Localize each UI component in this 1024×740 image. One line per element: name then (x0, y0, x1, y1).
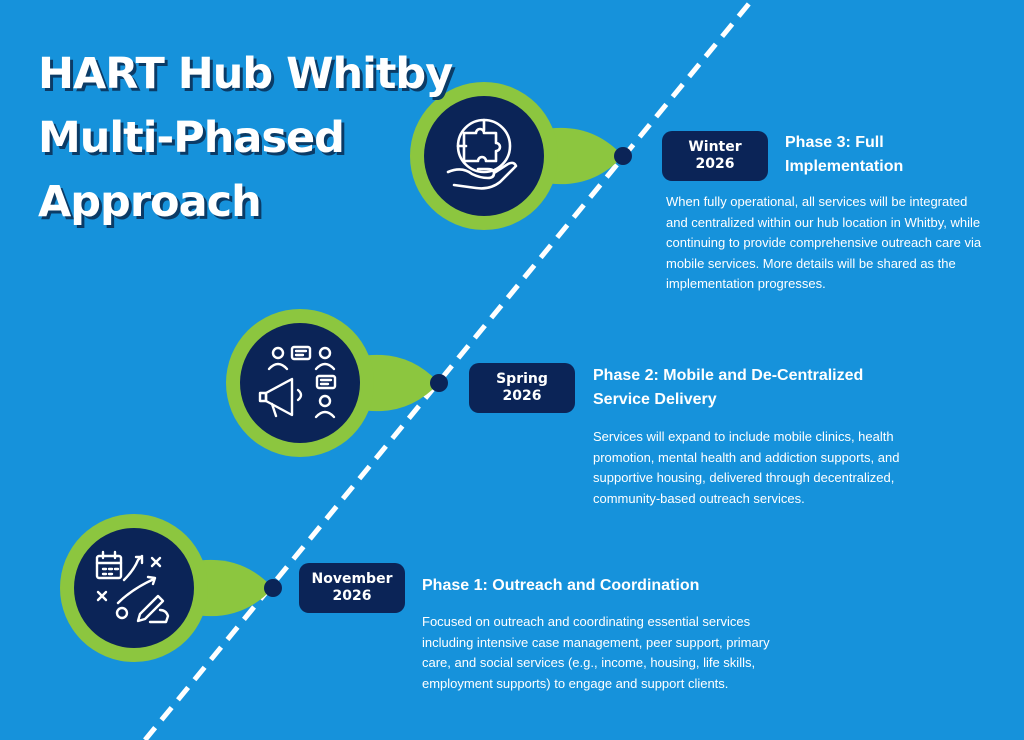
megaphone-people-chat-icon (258, 345, 337, 419)
phase-1-title: Phase 1: Outreach and Coordination (422, 574, 742, 598)
phase-1-date-month: November (311, 571, 393, 587)
title-line-3: Approach (38, 177, 262, 227)
timeline-dashed-line (143, 0, 754, 740)
phase-2-date-year: 2026 (502, 388, 542, 404)
phase-2-title-line-1: Phase 2: Mobile and De-Centralized (593, 367, 864, 384)
phase-2-title: Phase 2: Mobile and De-Centralized Servi… (593, 364, 893, 412)
phase-3-title-line-1: Phase 3: Full (785, 134, 884, 151)
phase-1-pin (60, 514, 282, 662)
strategy-plan-calendar-icon (95, 550, 170, 624)
phase-2-title-line-2: Service Delivery (593, 391, 717, 408)
phase-2-date-badge: Spring 2026 (469, 363, 575, 413)
phase-1-date-year: 2026 (332, 588, 372, 604)
phase-1-timeline-dot (264, 579, 282, 597)
phase-3-pin (410, 82, 632, 230)
phase-2-description: Services will expand to include mobile c… (593, 429, 900, 506)
phase-1-title-line-1: Phase 1: Outreach and Coordination (422, 577, 700, 594)
title-line-1: HART Hub Whitby (38, 49, 453, 99)
phase-3-title-line-2: Implementation (785, 158, 904, 175)
phase-3-date-season: Winter (688, 139, 742, 155)
page-title: HART Hub Whitby Multi-Phased Approach (38, 42, 453, 234)
phase-2-timeline-dot (430, 374, 448, 392)
title-line-2: Multi-Phased (38, 113, 345, 163)
hand-holding-puzzle-globe-icon (446, 118, 518, 190)
phase-1-description: Focused on outreach and coordinating ess… (422, 614, 770, 691)
phase-3-description: When fully operational, all services wil… (666, 194, 982, 291)
phase-2-date-season: Spring (496, 371, 548, 387)
phase-3-date-badge: Winter 2026 (662, 131, 768, 181)
phase-3-timeline-dot (614, 147, 632, 165)
phase-3-title: Phase 3: Full Implementation (785, 131, 1005, 179)
phase-2-pin (226, 309, 448, 457)
phase-3-date-year: 2026 (695, 156, 735, 172)
phase-1-date-badge: November 2026 (299, 563, 405, 613)
